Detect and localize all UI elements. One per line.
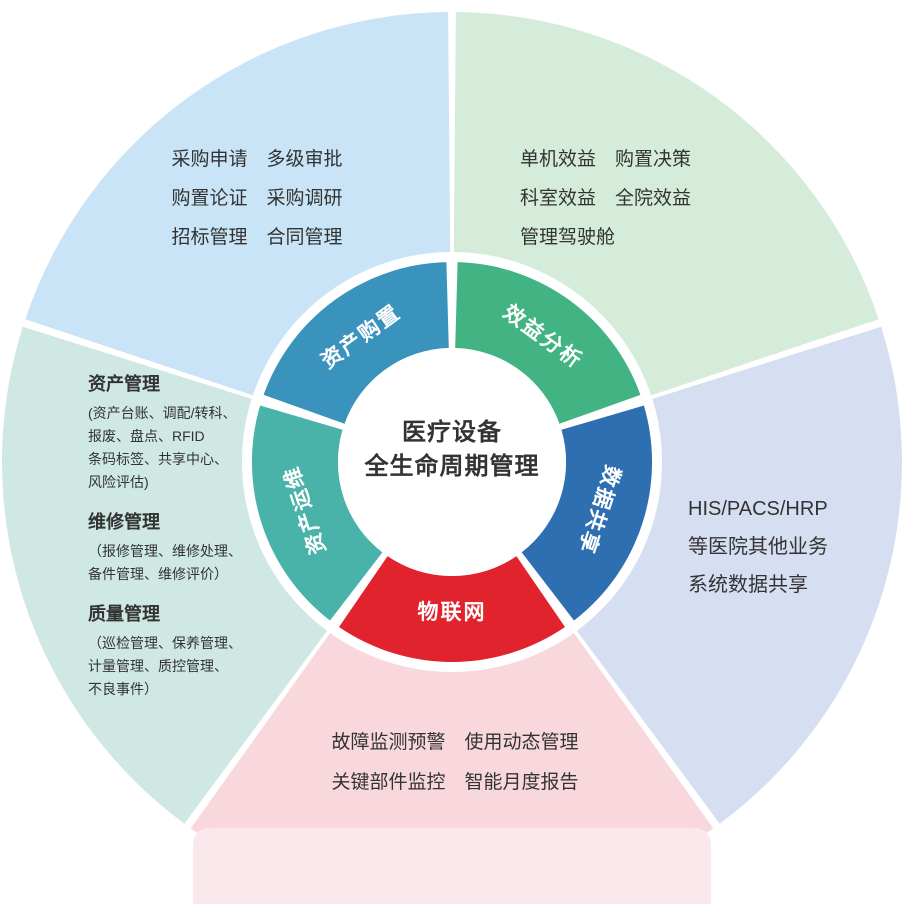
panel-iot-line: 故障监测预警 使用动态管理 (331, 732, 579, 753)
ring-arc-benefit-analysis (455, 262, 641, 424)
ops-group-detail-line: 备件管理、维修评价） (88, 566, 228, 582)
outer-sector-data-sharing (576, 326, 903, 824)
center-title: 医疗设备 全生命周期管理 (302, 416, 602, 484)
panel-asset-purchase-line: 招标管理 合同管理 (171, 227, 343, 248)
ops-group-title: 资产管理 (88, 374, 160, 394)
ops-group-detail-line: (资产台账、调配/转科、 (88, 405, 237, 421)
panel-iot-line: 关键部件监控 智能月度报告 (331, 772, 579, 793)
ring-arc-data-sharing (521, 405, 653, 621)
panel-data-sharing-line: 系统数据共享 (688, 574, 808, 596)
ops-group-detail-line: 计量管理、质控管理、 (88, 658, 228, 674)
panel-asset-purchase: 采购申请 多级审批 购置论证 采购调研 招标管理 合同管理 (117, 140, 397, 257)
outer-sector-benefit-analysis (453, 12, 879, 396)
ops-group-detail-line: （报修管理、维修处理、 (88, 543, 242, 559)
center-circle (338, 348, 566, 576)
panel-benefit-analysis-line: 管理驾驶舱 (520, 227, 616, 248)
ops-group: 资产管理 (资产台账、调配/转科、报废、盘点、RFID 条码标签、共享中心、风险评估… (88, 372, 293, 494)
panel-data-sharing: HIS/PACS/HRP 等医院其他业务 系统数据共享 (688, 490, 888, 604)
ring-arc-asset-operation (251, 405, 383, 621)
ops-group-detail-line: （巡检管理、保养管理、 (88, 635, 242, 651)
panel-data-sharing-line: 等医院其他业务 (688, 536, 828, 558)
panel-asset-purchase-line: 购置论证 采购调研 (171, 188, 343, 209)
panel-asset-purchase-line: 采购申请 多级审批 (171, 149, 343, 170)
panel-benefit-analysis-line: 单机效益 购置决策 (520, 149, 692, 170)
panel-benefit-analysis-line: 科室效益 全院效益 (520, 188, 692, 209)
center-title-line1: 医疗设备 (402, 419, 502, 446)
ops-group-title: 质量管理 (88, 604, 160, 624)
ring-arc-iot (339, 556, 565, 662)
ops-group-detail-line: 报废、盘点、RFID (88, 428, 205, 444)
ops-group: 质量管理 （巡检管理、保养管理、计量管理、质控管理、不良事件） (88, 602, 293, 701)
ring-label-iot: 物联网 (418, 600, 487, 624)
ops-group-detail-line: 风险评估) (88, 474, 149, 490)
outer-sector-asset-operation (1, 326, 328, 824)
ops-group-title: 维修管理 (88, 512, 160, 532)
ops-group-detail-line: 不良事件） (88, 681, 158, 697)
ops-group: 维修管理 （报修管理、维修处理、备件管理、维修评价） (88, 510, 293, 586)
ring-arc-asset-purchase (263, 262, 449, 424)
panel-iot: 故障监测预警 使用动态管理 关键部件监控 智能月度报告 (255, 723, 655, 803)
iot-sector-bottom-band (193, 828, 711, 904)
panel-asset-operation: 资产管理 (资产台账、调配/转科、报废、盘点、RFID 条码标签、共享中心、风险评估… (88, 372, 293, 701)
ops-group-detail-line: 条码标签、共享中心、 (88, 451, 228, 467)
center-title-line2: 全生命周期管理 (364, 453, 540, 480)
panel-benefit-analysis: 单机效益 购置决策 科室效益 全院效益 管理驾驶舱 (520, 140, 820, 257)
panel-data-sharing-line: HIS/PACS/HRP (688, 498, 828, 520)
outer-sector-asset-purchase (25, 12, 451, 396)
